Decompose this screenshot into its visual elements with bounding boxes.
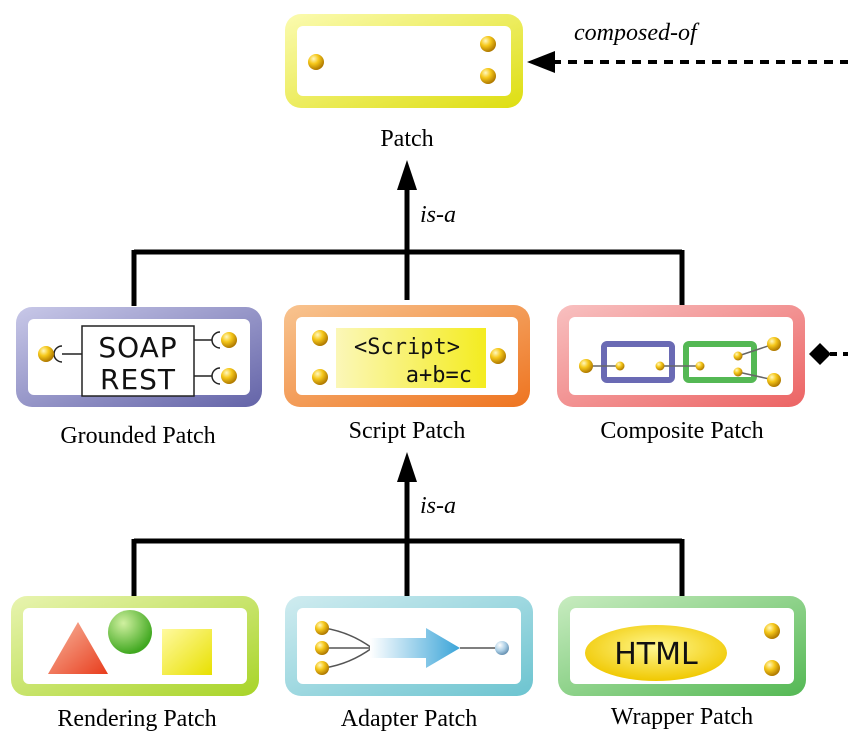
grounded-patch-node: SOAP REST: [16, 307, 262, 407]
wrapper-patch-label: Wrapper Patch: [611, 704, 753, 730]
soap-text: SOAP: [98, 331, 177, 364]
patch-label: Patch: [380, 126, 433, 152]
port-icon: [221, 332, 237, 348]
triangle-shape-icon: [48, 622, 108, 674]
port-icon: [495, 641, 509, 655]
port-icon: [615, 361, 625, 371]
port-icon: [490, 348, 506, 364]
composite-patch-label: Composite Patch: [600, 418, 763, 444]
html-badge-icon: [585, 625, 727, 681]
script-patch-label: Script Patch: [349, 418, 466, 444]
circle-shape-icon: [108, 610, 152, 654]
script-code-box: [336, 328, 486, 388]
adapter-patch-label: Adapter Patch: [341, 706, 478, 732]
port-icon: [655, 361, 665, 371]
port-icon: [579, 359, 593, 373]
square-shape-icon: [162, 629, 212, 675]
port-icon: [733, 367, 743, 377]
port-icon: [221, 368, 237, 384]
adapter-arrow-icon: [370, 628, 460, 668]
inner-patch-green: [683, 341, 757, 383]
soap-rest-service-box: [81, 325, 195, 397]
grounded-patch-label: Grounded Patch: [60, 423, 215, 449]
port-icon: [764, 660, 780, 676]
rest-text: REST: [100, 363, 176, 396]
port-icon: [767, 373, 781, 387]
adapter-patch-node: [285, 596, 533, 696]
html-text: HTML: [614, 637, 698, 672]
script-patch-node: <Script> a+b=c: [284, 305, 530, 407]
port-icon: [312, 369, 328, 385]
inner-patch-blue: [601, 341, 675, 383]
port-icon: [764, 623, 780, 639]
port-icon: [733, 351, 743, 361]
port-icon: [315, 661, 329, 675]
script-tag-text: <Script>: [354, 335, 460, 360]
port-icon: [695, 361, 705, 371]
composed-of-label: composed-of: [574, 20, 700, 46]
is-a-arrowhead-bottom: [397, 452, 417, 482]
wrapper-patch-node: HTML: [558, 596, 806, 696]
is-a-arrowhead-top: [397, 160, 417, 190]
composed-of-arrowhead: [527, 51, 555, 73]
port-icon: [312, 330, 328, 346]
port-icon: [480, 36, 496, 52]
hierarchy-connectors: [131, 175, 685, 596]
port-icon: [315, 621, 329, 635]
patch-node: [285, 14, 523, 108]
port-icon: [308, 54, 324, 70]
rendering-patch-label: Rendering Patch: [57, 706, 216, 732]
script-expr-text: a+b=c: [406, 363, 472, 388]
is-a-label-top: is-a: [420, 202, 456, 228]
port-icon: [767, 337, 781, 351]
port-icon: [315, 641, 329, 655]
port-icon: [38, 346, 54, 362]
is-a-label-bottom: is-a: [420, 493, 456, 519]
rendering-patch-node: [11, 596, 259, 696]
port-icon: [480, 68, 496, 84]
composite-patch-node: [557, 305, 805, 407]
composition-diamond: [809, 343, 831, 365]
